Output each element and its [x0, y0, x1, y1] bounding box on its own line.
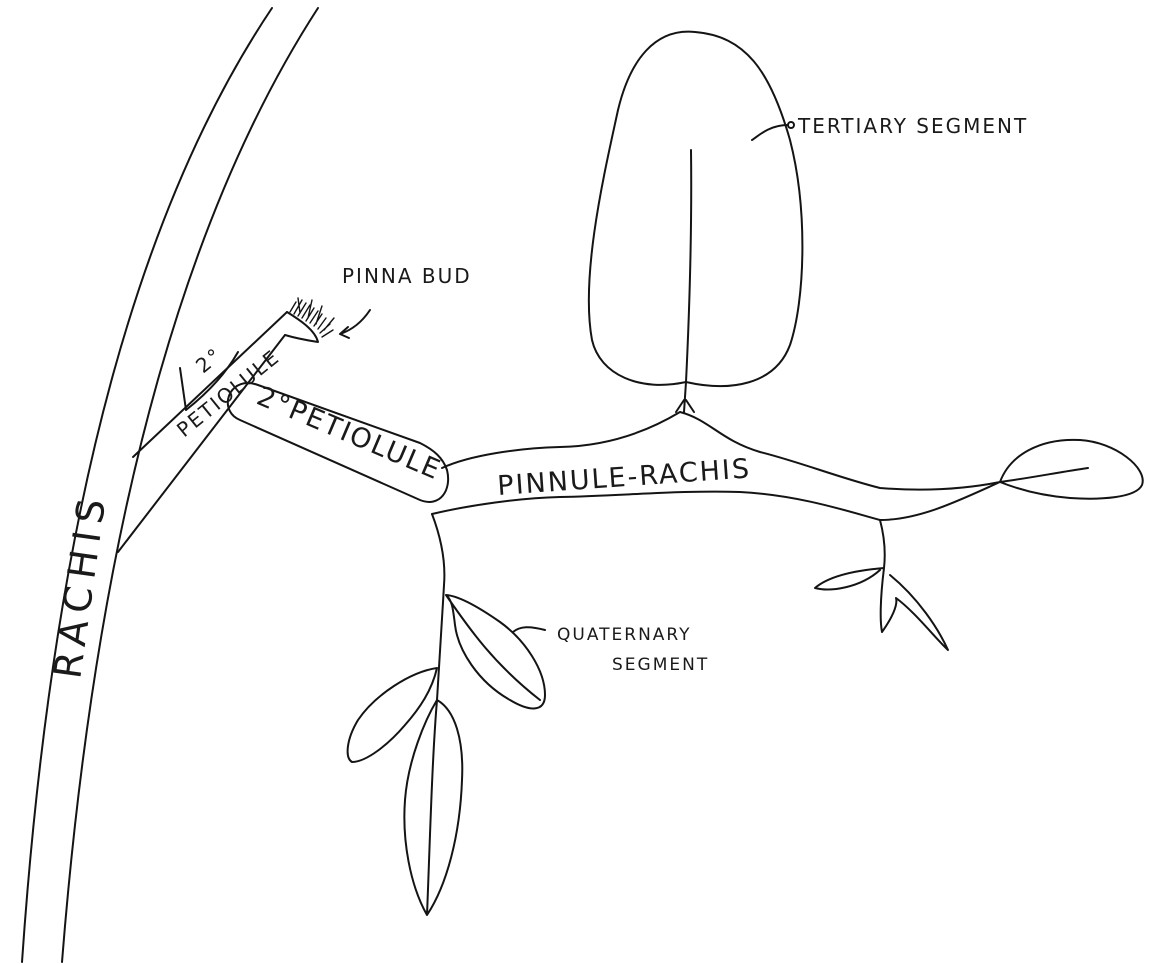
secondary-petiolule-label: 2°PETIOLULE — [252, 381, 446, 487]
tertiary-segment-leaf — [589, 32, 803, 386]
tertiary-segment-label: TERTIARY SEGMENT — [797, 114, 1028, 138]
tertiary-segment-pointer — [752, 125, 788, 140]
tertiary-segment-pointer-dot — [788, 122, 794, 128]
rachis-label: RACHIS — [45, 488, 115, 681]
quaternary-bottom-leaf — [404, 700, 462, 915]
quaternary-lower-left-leaf — [348, 668, 437, 762]
quaternary-segment-label-line2: SEGMENT — [612, 655, 709, 675]
petiolule-tip — [285, 312, 318, 342]
quaternary-segment-pointer — [513, 627, 545, 632]
pinna-bud-label: PINNA BUD — [342, 264, 472, 288]
rachis-outer-line — [22, 8, 272, 962]
tertiary-segment-stalk — [676, 382, 694, 412]
lower-pinnule-stalk — [432, 514, 444, 700]
quaternary-segment-label-line1: QUATERNARY — [557, 625, 692, 645]
rachis-inner-line — [62, 8, 318, 962]
pinna-bud-arrow — [340, 310, 370, 338]
quaternary-segment-leaf — [446, 595, 545, 708]
terminal-segment-leaf — [1000, 440, 1143, 499]
lower-right-branch — [815, 520, 948, 650]
tertiary-segment-midrib — [686, 150, 691, 382]
